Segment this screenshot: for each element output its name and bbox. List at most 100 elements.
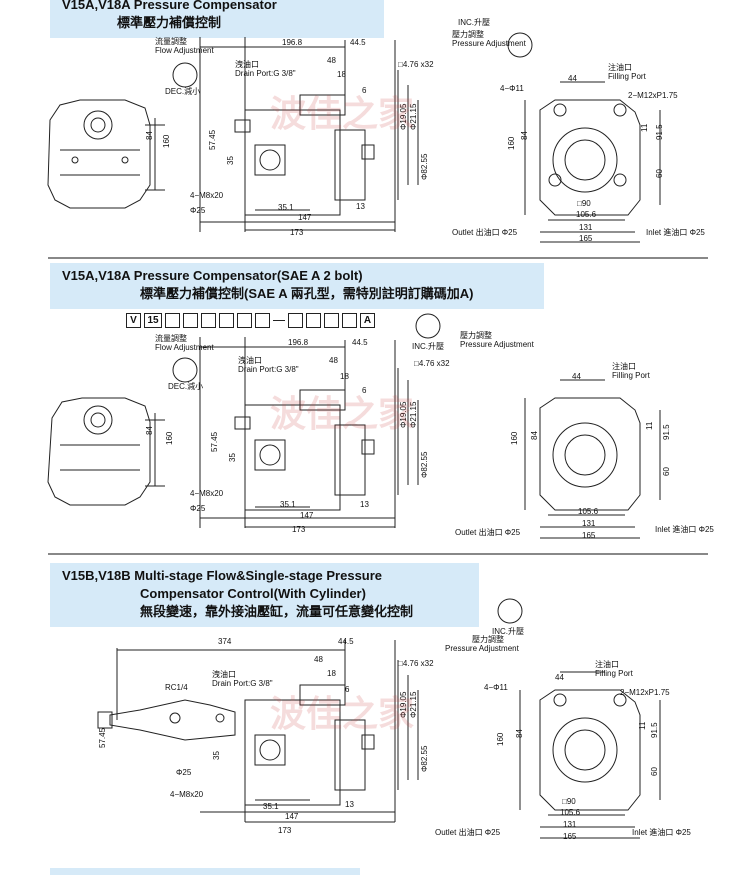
s1-filling-en: Filling Port	[608, 72, 646, 81]
s2-drain-en: Drain Port:G 3/8"	[238, 365, 299, 374]
s2-filling-zh: 注油口	[612, 362, 636, 371]
s1-key: □4.76 x32	[398, 60, 434, 69]
s1-m12: 2−M12xP1.75	[628, 91, 678, 100]
s1-d165: 165	[579, 234, 593, 243]
section1-title: V15A,V18A Pressure Compensator 標準壓力補償控制	[50, 0, 384, 38]
s3-inc: INC.升壓	[492, 627, 524, 636]
s2-flow-adjust-zh: 流量調整	[155, 334, 187, 343]
s3-d351: 35.1	[263, 802, 279, 811]
s2-flow-adjust-en: Flow Adjustment	[155, 343, 214, 352]
s2-inc: INC.升壓	[412, 342, 444, 351]
bottom-title-strip	[50, 868, 360, 875]
code-box	[306, 312, 321, 328]
s1-inc: INC.升壓	[458, 18, 490, 27]
code-box	[165, 312, 180, 328]
s3-d173: 173	[278, 826, 292, 835]
s3-d48: 48	[314, 655, 323, 664]
code-box	[237, 312, 252, 328]
s2-drain-zh: 洩油口	[238, 356, 262, 365]
s1-flow-adjust-zh: 流量調整	[155, 37, 187, 46]
s2-inlet: Inlet 進油口 Φ25	[655, 525, 714, 534]
s2-d13: 13	[360, 500, 369, 509]
section2-title: V15A,V18A Pressure Compensator(SAE A 2 b…	[50, 263, 544, 309]
s1-flow-adjust-en: Flow Adjustment	[155, 46, 214, 55]
s2-m8: 4−M8x20	[190, 489, 224, 498]
s3-phi25: Φ25	[176, 768, 192, 777]
s1-d131: 131	[579, 223, 593, 232]
section3-title-en1: V15B,V18B Multi-stage Flow&Single-stage …	[62, 568, 383, 583]
s2-pressure-en: Pressure Adjustment	[460, 340, 534, 349]
s3-filling-en: Filling Port	[595, 669, 633, 678]
s2-d173: 173	[292, 525, 306, 534]
code-box	[342, 312, 357, 328]
s3-d374: 374	[218, 637, 232, 646]
s3-pressure-zh: 壓力調整	[472, 635, 504, 644]
s2-d147: 147	[300, 511, 314, 520]
s1-m8: 4−M8x20	[190, 191, 224, 200]
s2-d1056: 105.6	[578, 507, 599, 516]
code-dash	[273, 319, 285, 321]
s2-d48: 48	[329, 356, 338, 365]
s3-phi82: Φ82.55	[420, 745, 429, 772]
s1-pressure-zh: 壓力調整	[452, 30, 484, 39]
s2-outlet: Outlet 出油口 Φ25	[455, 528, 521, 537]
s1-d1056: 105.6	[576, 210, 597, 219]
s3-filling-zh: 注油口	[595, 660, 619, 669]
s1-d196: 196.8	[282, 38, 303, 47]
s1-pressure-en: Pressure Adjustment	[452, 39, 526, 48]
watermark: 波佳之家	[270, 93, 415, 135]
watermark: 波佳之家	[270, 693, 415, 735]
s1-d351: 35.1	[278, 203, 294, 212]
s1-outlet: Outlet 出油口 Φ25	[452, 228, 518, 237]
code-box	[324, 312, 339, 328]
s3-drain-en: Drain Port:G 3/8"	[212, 679, 273, 688]
divider-2	[48, 553, 708, 555]
s3-d1056: 105.6	[560, 808, 581, 817]
code-box-v: V	[126, 312, 141, 328]
s3-d60: 60	[650, 767, 659, 776]
s1-d48: 48	[327, 56, 336, 65]
s1-d13: 13	[356, 202, 365, 211]
code-box	[255, 312, 270, 328]
s3-drain-zh: 洩油口	[212, 670, 236, 679]
s2-d18: 18	[340, 372, 349, 381]
s1-drain-zh: 洩油口	[235, 60, 259, 69]
s3-inlet: Inlet 進油口 Φ25	[632, 828, 691, 837]
s3-d445: 44.5	[338, 637, 354, 646]
s1-drain-en: Drain Port:G 3/8"	[235, 69, 296, 78]
s2-d131: 131	[582, 519, 596, 528]
s3-d5745: 57.45	[98, 727, 107, 748]
s3-d84: 84	[515, 729, 524, 738]
s1-d173: 173	[290, 228, 304, 237]
s2-dec: DEC.減小	[168, 382, 204, 391]
s3-d147: 147	[285, 812, 299, 821]
s2-pressure-zh: 壓力調整	[460, 331, 492, 340]
watermark: 波佳之家	[270, 393, 415, 435]
s1-dec: DEC.減小	[165, 87, 201, 96]
s3-d131: 131	[563, 820, 577, 829]
code-box	[219, 312, 234, 328]
section3-title: V15B,V18B Multi-stage Flow&Single-stage …	[50, 563, 479, 627]
s3-d35: 35	[212, 751, 221, 760]
s2-key: □4.76 x32	[414, 359, 450, 368]
s2-d6: 6	[362, 386, 367, 395]
s1-d44: 44	[568, 74, 577, 83]
code-box	[288, 312, 303, 328]
section2-title-en: V15A,V18A Pressure Compensator(SAE A 2 b…	[62, 268, 363, 283]
s3-sq90: □90	[562, 797, 576, 806]
s3-pressure-en: Pressure Adjustment	[445, 644, 519, 653]
s1-filling-zh: 注油口	[608, 63, 632, 72]
s2-d351: 35.1	[280, 500, 296, 509]
order-code-row: V 15 A	[126, 312, 375, 328]
s1-phi25: Φ25	[190, 206, 206, 215]
s3-d160: 160	[496, 732, 505, 746]
s1-d147: 147	[298, 213, 312, 222]
code-box-a: A	[360, 312, 375, 328]
s3-rc: RC1/4	[165, 683, 188, 692]
s1-inlet: Inlet 進油口 Φ25	[646, 228, 705, 237]
code-box	[183, 312, 198, 328]
s3-m8: 4−M8x20	[170, 790, 204, 799]
s2-d44: 44	[572, 372, 581, 381]
